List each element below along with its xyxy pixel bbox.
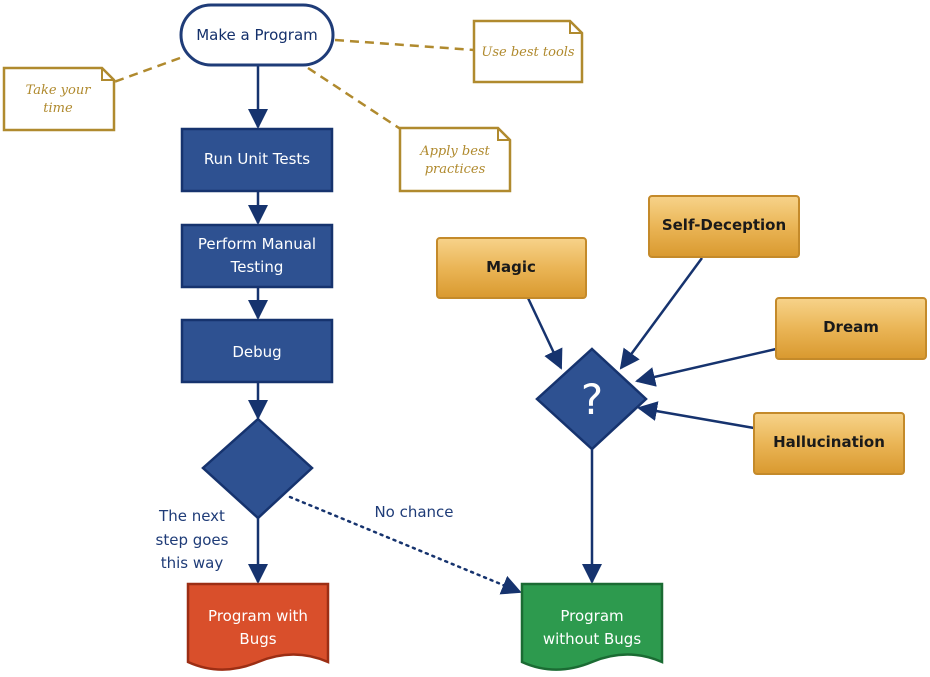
note-use-best-tools-text: Use best tools — [481, 45, 575, 60]
edge-label-next-step-line3: this way — [161, 554, 224, 572]
source-magic: Magic — [436, 237, 587, 299]
source-dream: Dream — [775, 297, 927, 360]
step-manual-testing-line1: Perform Manual — [198, 235, 316, 253]
edge-label-next-step-line2: step goes — [156, 531, 229, 549]
edge-dream-to-question — [635, 347, 777, 387]
outcome-bugs-line1: Program with — [208, 607, 308, 625]
question-diamond: ? — [535, 347, 648, 451]
edge-hallucination-to-question — [637, 401, 755, 430]
note-apply-best-practices: Apply best practices — [398, 126, 512, 193]
edge-magic-to-question — [526, 297, 563, 370]
step-perform-manual-testing: Perform Manual Testing — [180, 223, 334, 289]
outcome-program-without-bugs: Program without Bugs — [520, 582, 664, 671]
note-take-your-time-line1: Take your — [26, 83, 92, 98]
note-connector-tools — [334, 38, 475, 52]
edge-label-next-step-line1: The next — [158, 507, 225, 525]
note-take-your-time-line2: time — [43, 101, 73, 116]
note-apply-best-practices-line1: Apply best — [419, 144, 490, 159]
edge-no-chance — [288, 495, 522, 595]
source-dream-label: Dream — [823, 318, 879, 336]
note-connector-time — [113, 56, 181, 84]
outcome-program-with-bugs: Program with Bugs — [186, 582, 330, 671]
outcome-nobugs-line2: without Bugs — [543, 630, 641, 648]
decision-diamond — [201, 417, 314, 520]
step-run-unit-tests-label: Run Unit Tests — [204, 150, 310, 168]
step-debug: Debug — [180, 318, 334, 384]
start-node: Make a Program — [179, 3, 335, 67]
note-take-your-time: Take your time — [2, 66, 116, 132]
source-self-deception-label: Self-Deception — [662, 216, 786, 234]
note-connector-practices — [307, 66, 403, 132]
note-apply-best-practices-line2: practices — [425, 162, 486, 177]
note-use-best-tools: Use best tools — [472, 19, 584, 84]
step-run-unit-tests: Run Unit Tests — [180, 127, 334, 193]
source-hallucination-label: Hallucination — [773, 433, 885, 451]
start-node-label: Make a Program — [196, 26, 318, 44]
edge-selfdeception-to-question — [619, 257, 704, 370]
question-mark-symbol: ? — [581, 375, 603, 424]
step-debug-label: Debug — [232, 343, 281, 361]
outcome-bugs-line2: Bugs — [239, 630, 276, 648]
source-self-deception: Self-Deception — [648, 195, 800, 258]
outcome-nobugs-line1: Program — [560, 607, 623, 625]
source-hallucination: Hallucination — [753, 412, 905, 475]
step-manual-testing-line2: Testing — [230, 258, 284, 276]
source-magic-label: Magic — [486, 258, 536, 276]
edge-label-no-chance: No chance — [374, 503, 453, 521]
